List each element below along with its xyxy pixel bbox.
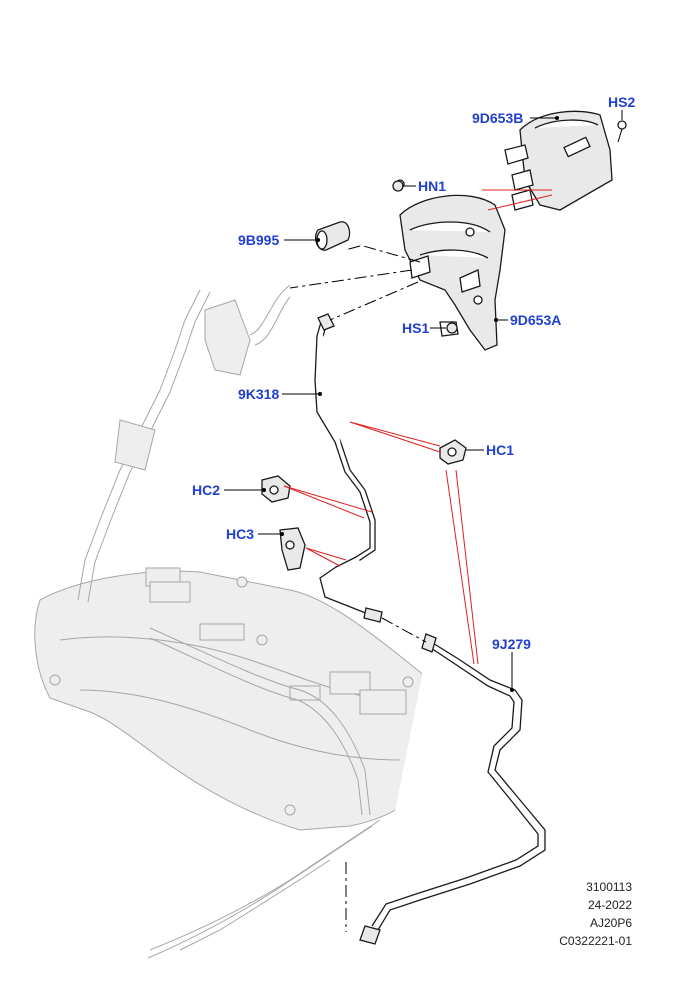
reference-date: 24-2022	[587, 898, 632, 912]
reference-model: AJ20P6	[589, 916, 632, 930]
filter-9b995	[314, 221, 351, 251]
highlight-lines	[283, 189, 553, 665]
canister-bracket	[395, 179, 506, 351]
callout-hs1: HS1	[402, 320, 430, 336]
callout-hs2: HS2	[608, 94, 636, 110]
clip-hc2	[261, 475, 291, 503]
assembly-lines	[289, 244, 427, 932]
callout-9j279: 9J279	[492, 636, 531, 652]
reference-code: C0322221-01	[559, 934, 632, 948]
callout-hc2: HC2	[192, 482, 221, 498]
callout-hc3: HC3	[226, 526, 255, 542]
clip-hc1	[439, 439, 467, 465]
callout-9d653a: 9D653A	[510, 312, 562, 328]
callout-hn1: HN1	[418, 178, 447, 194]
callout-9k318: 9K318	[238, 386, 280, 402]
carbon-canister	[504, 110, 627, 211]
callout-hc1: HC1	[486, 442, 515, 458]
callout-9d653b: 9D653B	[472, 110, 524, 126]
pipe-9k318	[314, 313, 383, 623]
callout-9b995: 9B995	[238, 232, 280, 248]
filler-pipe-ghost	[77, 284, 381, 959]
pipe-9j279	[359, 633, 546, 945]
fasteners	[392, 180, 458, 334]
callout-leaders	[224, 110, 623, 692]
reference-number: 3100113	[586, 880, 632, 894]
clip-hc3	[279, 527, 306, 571]
fuel-tank-ghost	[34, 567, 437, 831]
